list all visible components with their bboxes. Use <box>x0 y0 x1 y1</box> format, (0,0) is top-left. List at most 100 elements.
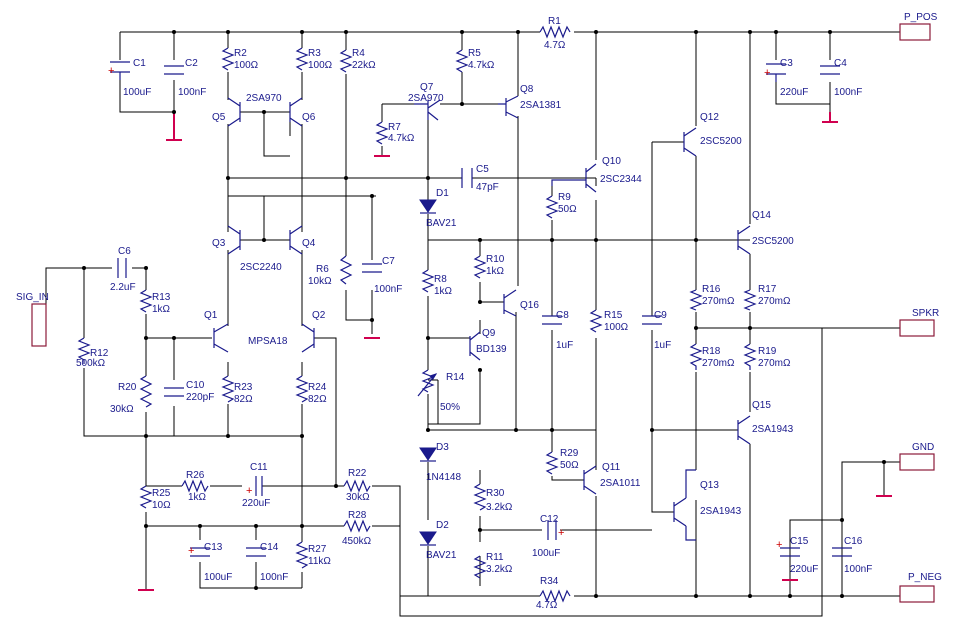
transistor-q10 <box>551 163 597 193</box>
ref-label: R28 <box>348 510 367 521</box>
ref-label: C2 <box>185 58 198 69</box>
transistor-q11 <box>583 465 597 495</box>
port-p-neg[interactable]: P_NEG <box>899 572 942 603</box>
ref-label: C14 <box>260 542 279 553</box>
value-label: 100nF <box>260 572 288 583</box>
capacitor-c13 <box>190 547 210 557</box>
ground-c2 <box>166 112 182 141</box>
c13-plus-mark: + <box>188 545 194 557</box>
c11-plus-mark: + <box>246 485 252 497</box>
svg-text:GND: GND <box>912 442 934 453</box>
ref-label: R14 <box>446 372 465 383</box>
transistor-q9 <box>469 331 481 361</box>
ref-label: R16 <box>702 284 721 295</box>
value-label: 1N4148 <box>426 472 461 483</box>
ref-label: Q4 <box>302 238 316 249</box>
ref-label: C7 <box>382 256 395 267</box>
ref-label: R6 <box>316 264 329 275</box>
ref-label: Q10 <box>602 156 621 167</box>
ref-label: R19 <box>758 346 777 357</box>
ref-label: R3 <box>308 48 321 59</box>
value-label: BAV21 <box>426 218 457 229</box>
port-p-pos[interactable]: P_POS <box>899 12 938 41</box>
value-label: 2SA970 <box>408 93 444 104</box>
ref-label: Q3 <box>212 238 226 249</box>
ref-label: D3 <box>436 442 449 453</box>
value-label: 270mΩ <box>702 358 735 369</box>
svg-text:SIG_IN: SIG_IN <box>16 292 49 303</box>
ref-label: C15 <box>790 536 809 547</box>
resistor-r11 <box>473 555 487 579</box>
resistor-r10 <box>473 255 487 279</box>
c1-plus-mark: + <box>108 65 114 77</box>
value-label: 47pF <box>476 182 499 193</box>
resistor-r22 <box>343 479 371 493</box>
resistor-r15 <box>589 309 603 333</box>
value-label: MPSA18 <box>248 336 288 347</box>
value-label: 100Ω <box>604 322 629 333</box>
value-label: 3.2kΩ <box>486 564 513 575</box>
value-label: 2SC2240 <box>240 262 282 273</box>
ref-label: Q11 <box>602 462 621 473</box>
capacitor-c10 <box>164 387 184 397</box>
value-label: 220uF <box>780 87 808 98</box>
value-label: 220uF <box>242 498 270 509</box>
ref-label: R24 <box>308 382 327 393</box>
ref-label: R23 <box>234 382 253 393</box>
port-gnd[interactable]: GND <box>899 442 935 471</box>
ref-label: C8 <box>556 310 569 321</box>
value-label: 100Ω <box>234 60 259 71</box>
value-label: 50Ω <box>560 460 579 471</box>
value-label: 4.7kΩ <box>468 60 495 71</box>
value-label: 1uF <box>654 340 671 351</box>
value-label: 270mΩ <box>758 296 791 307</box>
ref-label: R1 <box>548 16 561 27</box>
resistor-r23 <box>221 375 235 403</box>
transistor-q1 <box>213 323 229 353</box>
ref-label: R15 <box>604 310 623 321</box>
ref-label: C16 <box>844 536 863 547</box>
resistor-r20 <box>139 375 153 408</box>
value-label: 100nF <box>834 87 862 98</box>
ground-c4 <box>822 112 838 123</box>
value-label: 30kΩ <box>346 492 370 503</box>
c3-plus-mark: + <box>764 67 770 79</box>
transistor-q13 <box>673 469 696 541</box>
resistor-r6 <box>339 255 353 285</box>
value-label: 2SC5200 <box>700 136 742 147</box>
ref-label: R7 <box>388 122 401 133</box>
ref-label: C5 <box>476 164 489 175</box>
ref-label: R29 <box>560 448 579 459</box>
resistor-r18 <box>689 343 703 370</box>
value-label: 100nF <box>844 564 872 575</box>
value-label: 100uF <box>204 572 232 583</box>
resistor-r5 <box>455 49 469 73</box>
value-label: 100Ω <box>308 60 333 71</box>
resistor-r2 <box>221 47 235 71</box>
value-label: 100uF <box>123 87 151 98</box>
svg-text:P_POS: P_POS <box>904 12 938 23</box>
resistor-r12 <box>77 337 91 364</box>
value-label: 2SA1943 <box>752 424 794 435</box>
value-label: 2.2uF <box>110 282 136 293</box>
value-label: 100nF <box>374 284 402 295</box>
capacitor-c4 <box>820 65 840 75</box>
ref-label: Q1 <box>204 310 218 321</box>
ref-label: R17 <box>758 284 777 295</box>
value-label: 2SA1381 <box>520 100 562 111</box>
capacitor-c8 <box>542 315 562 325</box>
value-label: 30kΩ <box>110 404 134 415</box>
port-sig-in[interactable]: SIG_IN <box>16 292 49 347</box>
ref-label: C4 <box>834 58 847 69</box>
value-label: 500kΩ <box>76 358 106 369</box>
ref-label: R26 <box>186 470 205 481</box>
resistor-r24 <box>295 375 309 403</box>
value-label: 270mΩ <box>758 358 791 369</box>
capacitor-c9 <box>642 315 662 325</box>
ref-label: D2 <box>436 520 449 531</box>
transistor-q12 <box>683 127 697 157</box>
port-spkr[interactable]: SPKR <box>899 308 939 337</box>
ref-label: R12 <box>90 348 109 359</box>
ref-label: R30 <box>486 488 505 499</box>
transistor-q6 <box>289 97 303 127</box>
